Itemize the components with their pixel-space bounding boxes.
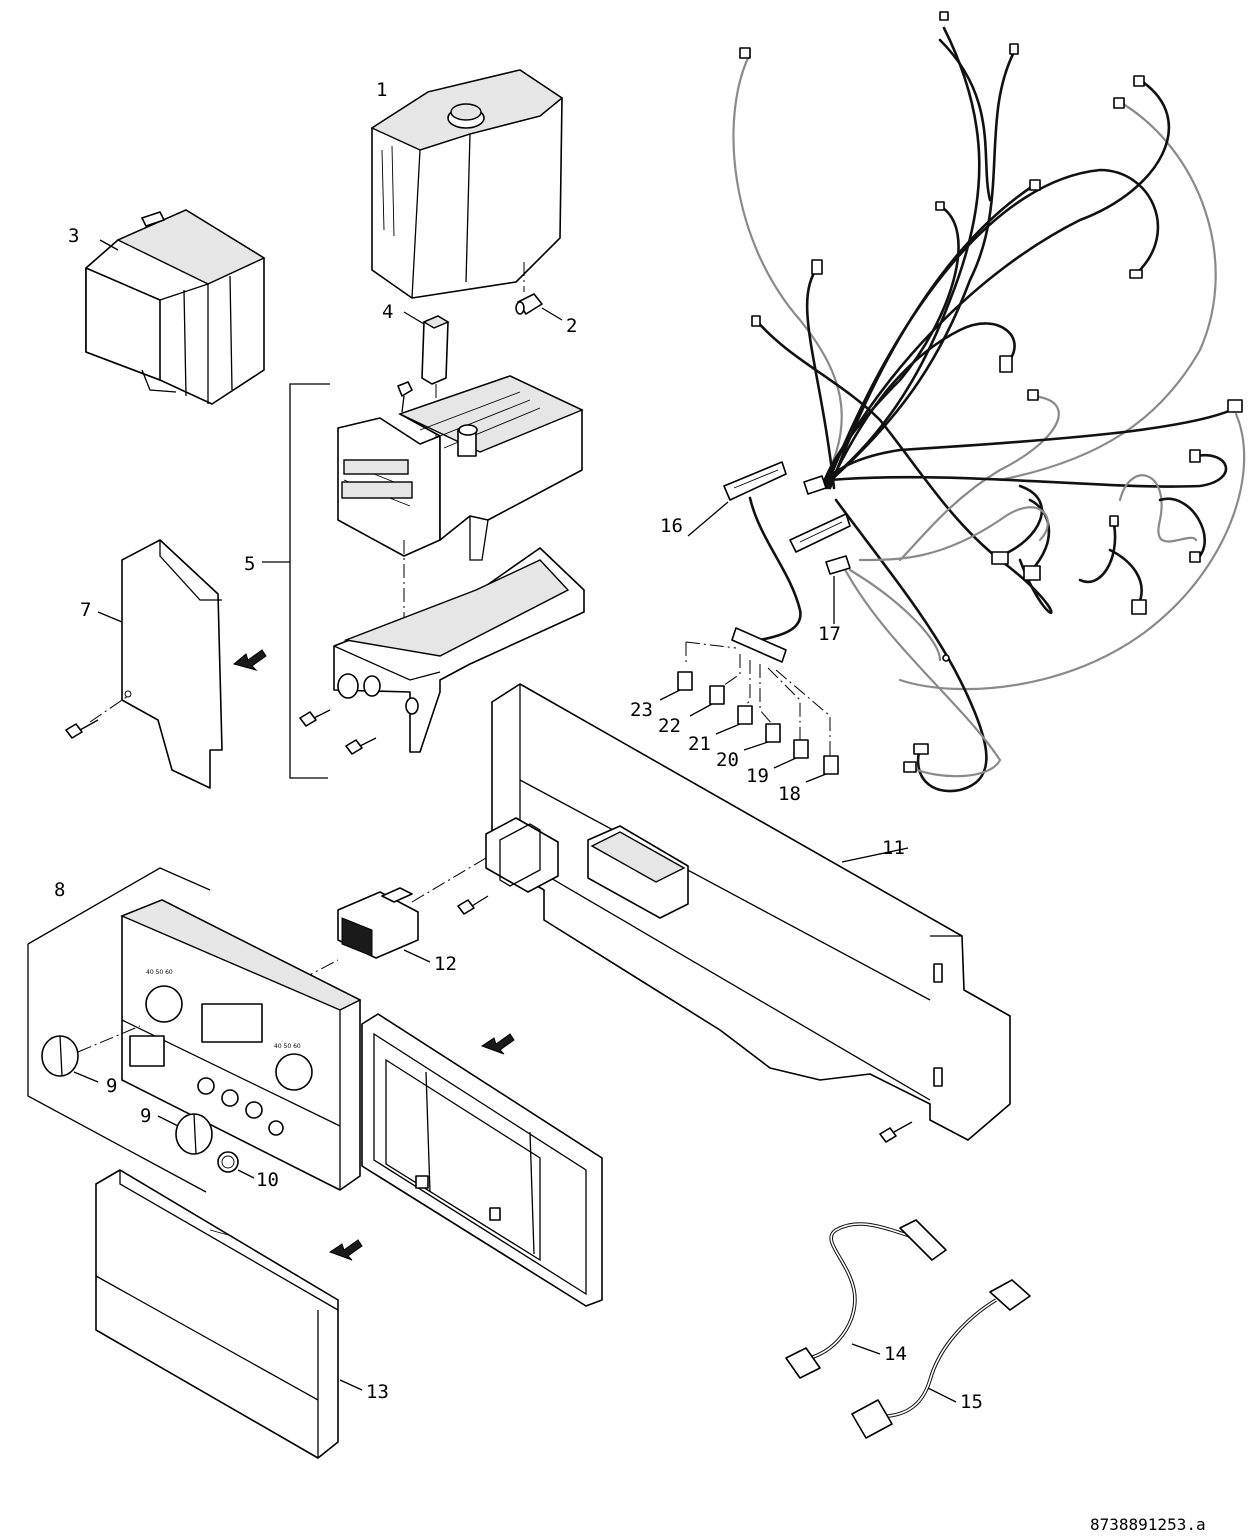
drawing-reference-number: 8738891253.a <box>1090 1515 1206 1534</box>
part-9-knob-right <box>157 1113 213 1155</box>
part-1-cover-box <box>370 69 564 299</box>
part-5-control-unit <box>262 375 585 779</box>
part-10-ring <box>217 1151 255 1179</box>
label-3: 3 <box>68 225 79 247</box>
label-22: 22 <box>658 715 681 737</box>
part-8-control-panel: 40 50 60 40 50 60 <box>27 867 362 1193</box>
label-19: 19 <box>746 765 769 787</box>
svg-text:40 50 60: 40 50 60 <box>274 1043 301 1050</box>
label-15: 15 <box>960 1391 983 1413</box>
svg-text:40 50 60: 40 50 60 <box>146 969 173 976</box>
part-4-module <box>403 311 450 468</box>
label-17: 17 <box>818 623 841 645</box>
front-door-panel <box>361 1013 603 1307</box>
label-20: 20 <box>716 749 739 771</box>
label-23: 23 <box>630 699 653 721</box>
label-18: 18 <box>778 783 801 805</box>
label-2: 2 <box>566 315 577 337</box>
label-9-left: 9 <box>106 1075 117 1097</box>
label-12: 12 <box>434 953 457 975</box>
part-9-knob-left <box>41 1025 141 1083</box>
part-3-transformer <box>85 209 266 405</box>
wiring-harness <box>687 11 1246 793</box>
label-1: 1 <box>376 79 387 101</box>
label-11: 11 <box>882 837 905 859</box>
part-14-cable <box>785 1219 947 1379</box>
label-4: 4 <box>382 301 393 323</box>
label-21: 21 <box>688 733 711 755</box>
label-16: 16 <box>660 515 683 537</box>
part-2-fuse <box>515 262 563 321</box>
label-14: 14 <box>884 1343 907 1365</box>
label-10: 10 <box>256 1169 279 1191</box>
part-7-side-cover <box>65 539 267 789</box>
part-11-frame <box>411 683 1011 1143</box>
label-7: 7 <box>80 599 91 621</box>
part-12-switch <box>299 887 431 981</box>
part-15-cable <box>851 1279 1031 1439</box>
label-8: 8 <box>54 879 65 901</box>
label-13: 13 <box>366 1381 389 1403</box>
label-5: 5 <box>244 553 255 575</box>
terminal-plugs <box>659 641 839 783</box>
label-9-right: 9 <box>140 1105 151 1127</box>
part-13-front-cover <box>95 1169 363 1459</box>
part-labels: 1 2 3 4 5 7 8 9 9 10 11 12 13 14 15 16 1… <box>54 79 1206 1534</box>
